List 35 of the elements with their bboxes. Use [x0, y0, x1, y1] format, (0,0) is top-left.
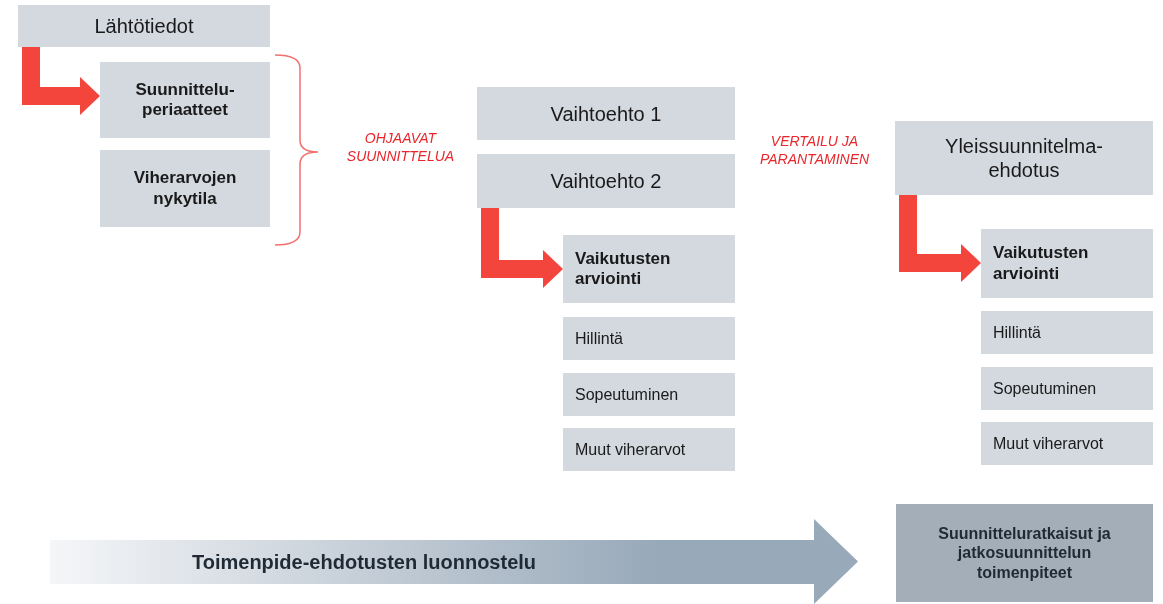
process-box — [477, 154, 735, 208]
process-box — [895, 121, 1153, 195]
node-text: Sopeutuminen — [575, 384, 679, 405]
process-box — [981, 311, 1153, 354]
annotation-text: OHJAAVAT SUUNNITTELUA — [345, 130, 456, 165]
node-text: Hillintä — [575, 328, 623, 349]
process-box — [100, 62, 270, 138]
node-text: Muut viherarvot — [575, 439, 686, 460]
node-text: Vaikutusten arviointi — [993, 243, 1090, 284]
elbow-arrow — [899, 195, 981, 282]
process-box — [563, 235, 735, 303]
process-box — [981, 422, 1153, 465]
elbow-arrow — [22, 47, 100, 115]
process-box — [563, 428, 735, 471]
process-box — [981, 367, 1153, 410]
annotation-text: VERTAILU JA PARANTAMINEN — [758, 133, 871, 168]
node-text: Muut viherarvot — [993, 433, 1104, 454]
node-text: Viherarvojen nykytila — [132, 168, 238, 209]
node-text: Vaihtoehto 2 — [550, 169, 662, 193]
process-box — [477, 87, 735, 140]
node-text: Suunnittelu- periaatteet — [134, 79, 236, 121]
node-text: Suunnitteluratkaisut ja jatkosuunnittelun toimenpiteet — [937, 524, 1112, 582]
node-text: Hillintä — [993, 322, 1041, 343]
node-text: Vaikutusten arviointi — [575, 248, 672, 290]
process-box — [563, 373, 735, 416]
node-text: Yleissuunnitelma- ehdotus — [944, 134, 1104, 182]
result-box — [896, 504, 1153, 602]
process-box — [563, 317, 735, 360]
process-box — [100, 150, 270, 227]
process-box — [981, 229, 1153, 298]
process-box — [18, 5, 270, 47]
node-text: Vaihtoehto 1 — [550, 101, 662, 126]
arrow-label: Toimenpide-ehdotusten luonnostelu — [191, 549, 537, 574]
node-text: Sopeutuminen — [993, 378, 1097, 399]
node-text: Lähtötiedot — [94, 14, 194, 38]
